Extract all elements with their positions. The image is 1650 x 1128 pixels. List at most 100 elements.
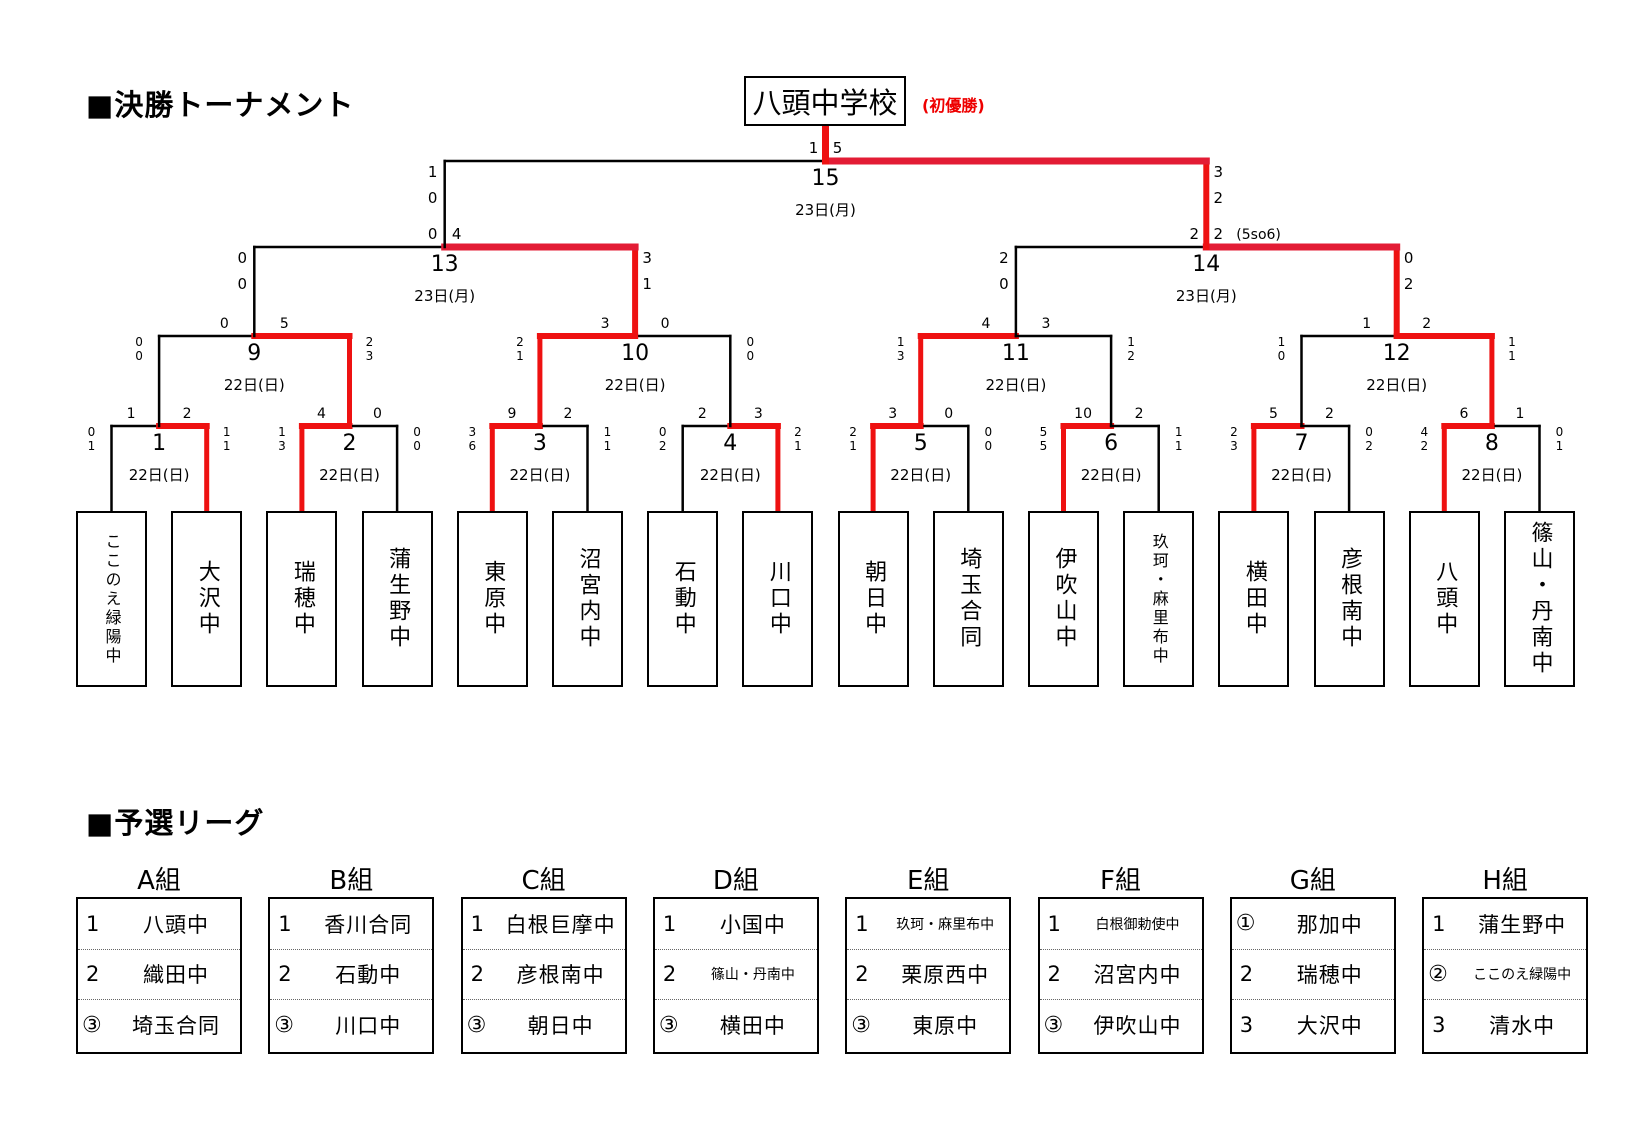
match-number: 9 (247, 341, 261, 366)
half-score: 2 (1365, 439, 1373, 453)
match-date: 22日(日) (319, 466, 380, 484)
group-rank: ③ (274, 1012, 295, 1038)
group-team: 玖珂・麻里布中 (896, 916, 995, 933)
half-score: 0 (999, 275, 1009, 293)
group-rank: 1 (1432, 911, 1446, 936)
half-score: 6 (468, 439, 476, 453)
team-box: 八頭中 (1408, 511, 1480, 687)
group-team: 小国中 (719, 912, 786, 937)
match-number: 11 (1002, 341, 1030, 366)
team-box: 玖珂・麻里布中 (1123, 511, 1195, 687)
group-rank: 2 (1047, 962, 1061, 987)
half-score: 2 (1404, 275, 1414, 293)
half-score: 0 (88, 425, 96, 439)
half-score: 3 (897, 349, 905, 363)
match-date: 22日(日) (986, 376, 1047, 394)
half-score: 0 (135, 349, 143, 363)
group-team: ここのえ緑陽中 (1473, 967, 1572, 984)
match-date: 23日(月) (1176, 287, 1237, 305)
group-title: C組 (521, 866, 566, 896)
team-box: 沼宮内中 (552, 511, 623, 687)
group-title: A組 (137, 866, 181, 896)
half-score: 1 (428, 163, 438, 181)
half-score: 2 (1214, 189, 1224, 207)
half-score: 3 (1214, 163, 1224, 181)
half-score: 3 (278, 439, 286, 453)
group-team: 東原中 (912, 1014, 979, 1039)
half-score: 1 (88, 439, 96, 453)
match-date: 22日(日) (1462, 466, 1523, 484)
group-team: 清水中 (1489, 1014, 1556, 1039)
team-box: 東原中 (456, 511, 528, 687)
half-score: 1 (1175, 439, 1183, 453)
champion-name: 八頭中学校 (752, 86, 898, 120)
group-title: G組 (1289, 866, 1336, 896)
half-score: 4 (1420, 425, 1428, 439)
score-left: 1 (809, 139, 819, 157)
team-box: 彦根南中 (1313, 511, 1385, 687)
score-left: 0 (428, 225, 438, 243)
half-score: 3 (468, 425, 476, 439)
team-name: 蒲生野中 (385, 547, 411, 651)
match-date: 23日(月) (414, 287, 475, 305)
group-team: 朝日中 (527, 1014, 594, 1039)
half-score: 1 (642, 275, 652, 293)
team-box: 石動中 (647, 511, 719, 687)
group-rank: 1 (470, 911, 484, 936)
half-score: 1 (897, 335, 905, 349)
group-rank: 3 (1239, 1013, 1254, 1038)
half-score: 2 (1420, 439, 1428, 453)
half-score: 0 (1556, 425, 1564, 439)
half-score: 2 (516, 335, 524, 349)
half-score: 0 (984, 425, 992, 439)
group-team: 彦根南中 (516, 963, 605, 988)
half-score: 1 (604, 425, 612, 439)
group-team: 横田中 (719, 1014, 786, 1039)
group-team: 蒲生野中 (1478, 912, 1567, 937)
group-team: 川口中 (335, 1014, 402, 1039)
team-name: ここのえ緑陽中 (102, 532, 122, 666)
team-box: ここのえ緑陽中 (76, 511, 147, 687)
group-rank: 2 (278, 962, 292, 987)
half-score: 3 (1230, 439, 1238, 453)
group-rank: 2 (662, 962, 677, 987)
match-date: 22日(日) (890, 466, 951, 484)
group-team: 瑞穂中 (1296, 963, 1363, 988)
group-team: 織田中 (143, 963, 209, 988)
group-title: H組 (1482, 866, 1528, 896)
score-left: 6 (1459, 406, 1468, 422)
group-rank: 2 (86, 962, 100, 987)
match-date: 22日(日) (1366, 376, 1427, 394)
half-score: 1 (223, 439, 231, 453)
match-number: 12 (1383, 341, 1411, 366)
half-score: 2 (1230, 425, 1238, 439)
match-number: 10 (621, 341, 649, 366)
champion-box: 八頭中学校 (744, 76, 906, 126)
match-date: 22日(日) (700, 466, 761, 484)
half-score: 1 (223, 425, 231, 439)
score-right: 3 (1041, 316, 1050, 332)
match-date: 22日(日) (1081, 466, 1142, 484)
half-score: 0 (1404, 249, 1414, 267)
match-date: 22日(日) (129, 466, 190, 484)
score-left: 0 (220, 316, 229, 332)
half-score: 0 (1365, 425, 1373, 439)
score-left: 10 (1074, 406, 1092, 422)
group-rank: ③ (466, 1012, 487, 1038)
group-title: F組 (1100, 866, 1141, 896)
